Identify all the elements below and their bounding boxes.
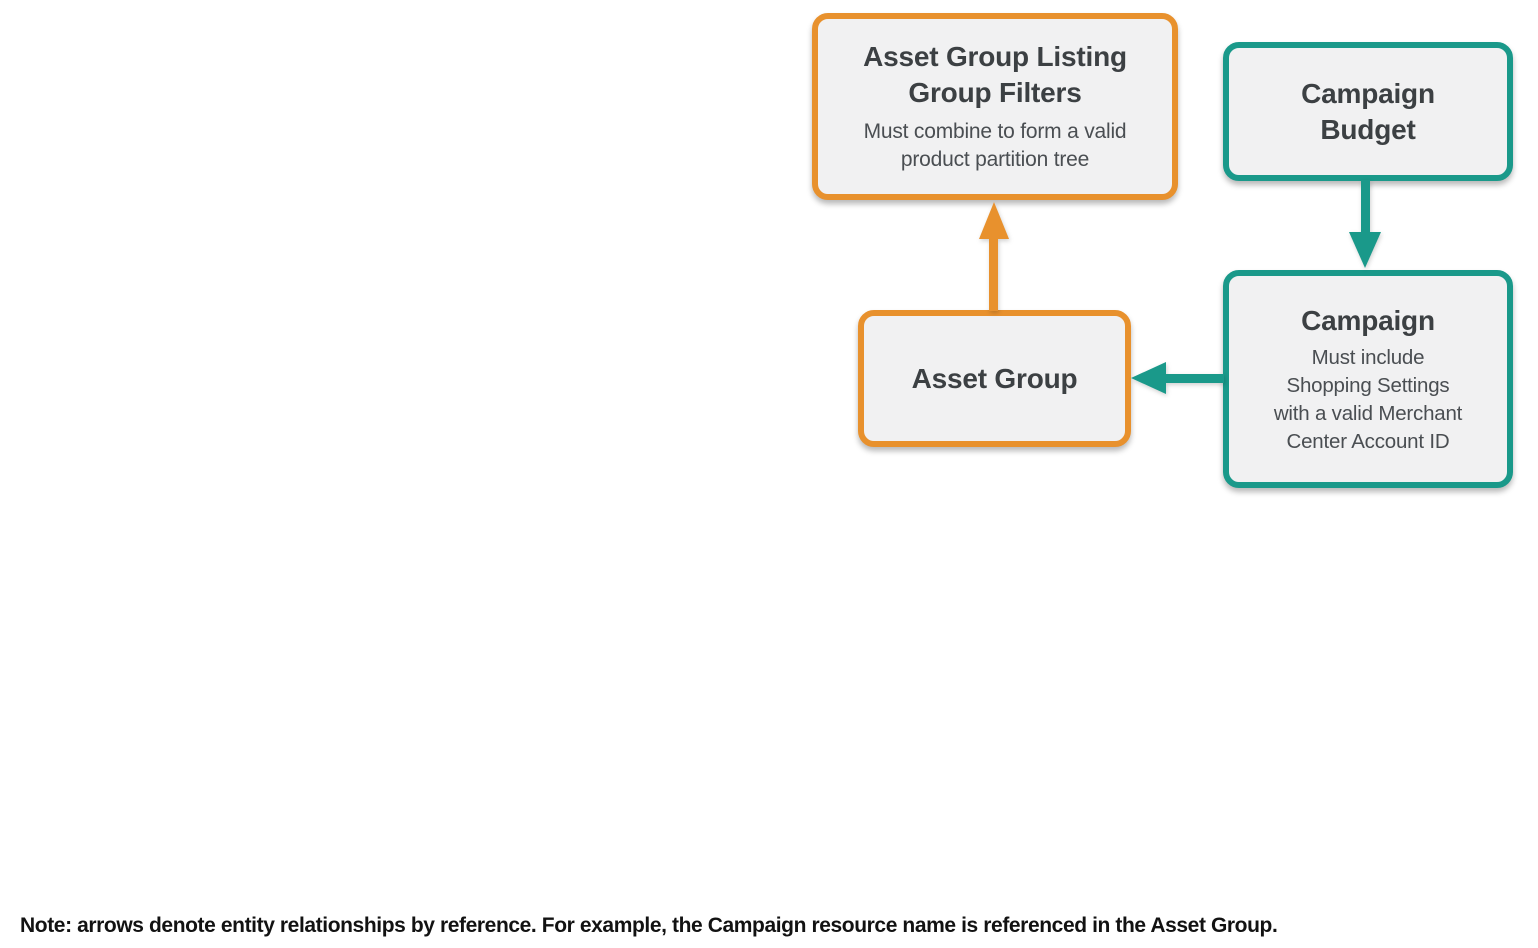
subtitle-line: with a valid Merchant xyxy=(1273,401,1463,425)
subtitle-line: Shopping Settings xyxy=(1286,373,1450,397)
node-subtitle: Must combine to form a valid product par… xyxy=(864,118,1127,174)
title-line: Campaign xyxy=(1301,77,1435,109)
title-line: Group Filters xyxy=(908,77,1082,108)
footnote: Note: arrows denote entity relationships… xyxy=(20,914,1278,937)
node-title: Campaign Budget xyxy=(1301,76,1435,148)
node-asset-group-listing-group-filters: Asset Group Listing Group Filters Must c… xyxy=(812,13,1178,200)
arrow-shaft xyxy=(1165,374,1224,383)
title-line: Asset Group Listing xyxy=(863,41,1127,72)
node-campaign: Campaign Must include Shopping Settings … xyxy=(1223,270,1513,488)
node-asset-group: Asset Group xyxy=(858,310,1131,447)
subtitle-line: Center Account ID xyxy=(1286,429,1450,453)
node-title: Asset Group xyxy=(912,361,1078,397)
node-subtitle: Must include Shopping Settings with a va… xyxy=(1273,344,1463,456)
node-title: Campaign xyxy=(1301,303,1435,339)
arrow-shaft xyxy=(1361,180,1370,234)
arrow-up-head-icon xyxy=(979,202,1009,239)
subtitle-line: Must include xyxy=(1311,345,1425,369)
arrow-left-head-icon xyxy=(1131,362,1166,394)
title-line: Budget xyxy=(1320,113,1416,145)
subtitle-line: product partition tree xyxy=(900,148,1090,171)
node-title: Asset Group Listing Group Filters xyxy=(863,39,1127,111)
subtitle-line: Must combine to form a valid xyxy=(863,120,1127,143)
arrow-shaft xyxy=(989,237,998,311)
title-line: Asset Group xyxy=(911,362,1078,394)
title-line: Campaign xyxy=(1301,304,1435,336)
node-campaign-budget: Campaign Budget xyxy=(1223,42,1513,181)
arrow-down-head-icon xyxy=(1349,232,1381,268)
